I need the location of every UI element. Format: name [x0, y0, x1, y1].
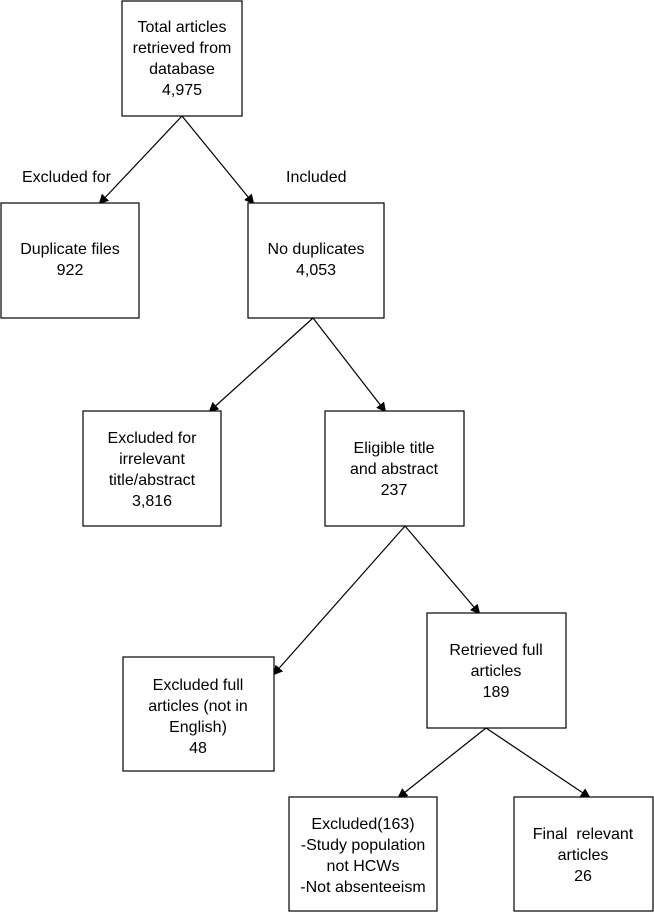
box-excluded-irrelevant-line-3: title/abstract	[109, 472, 196, 489]
box-no-duplicates-line-2: 4,053	[296, 262, 336, 279]
label-excluded-for: Excluded for	[22, 169, 112, 186]
box-eligible-title-abstract: Eligible title and abstract 237	[324, 410, 465, 527]
arrow-eligible-to-not-english	[272, 525, 406, 676]
box-total-articles: Total articles retrieved from database 4…	[121, 0, 243, 117]
arrow-total-to-duplicates	[98, 115, 183, 205]
box-excluded-not-english: Excluded full articles (not in English) …	[122, 656, 275, 772]
label-included: Included	[286, 169, 347, 186]
box-no-duplicates: No duplicates 4,053	[247, 202, 385, 319]
box-total-articles-line-4: 4,975	[162, 82, 202, 99]
arrow-total-to-no-duplicates	[181, 115, 255, 205]
arrow-no-duplicates-to-eligible	[312, 317, 387, 413]
connectors	[98, 115, 591, 799]
box-not-english-line-2: articles (not in	[148, 698, 248, 715]
box-not-english-line-1: Excluded full	[153, 677, 244, 694]
arrow-retrieved-to-excluded-163	[397, 727, 487, 799]
box-excluded-163-line-4: -Not absenteeism	[300, 879, 425, 896]
arrow-eligible-to-retrieved	[404, 525, 481, 615]
box-excluded-163-line-3: not HCWs	[327, 858, 400, 875]
box-duplicate-files-line-1: Duplicate files	[20, 241, 120, 258]
box-excluded-irrelevant-line-2: irrelevant	[119, 451, 185, 468]
box-total-articles-line-1: Total articles	[138, 19, 227, 36]
box-excluded-irrelevant-line-4: 3,816	[132, 493, 172, 510]
box-excluded-163-line-1: Excluded(163)	[311, 816, 414, 833]
box-excluded-irrelevant-line-1: Excluded for	[108, 430, 198, 447]
box-eligible-line-2: and abstract	[350, 461, 439, 478]
box-duplicate-files: Duplicate files 922	[0, 202, 140, 319]
box-retrieved-line-2: articles	[471, 663, 522, 680]
box-eligible-line-3: 237	[381, 482, 408, 499]
box-retrieved-line-1: Retrieved full	[449, 642, 542, 659]
box-total-articles-line-2: retrieved from	[133, 40, 232, 57]
box-final-line-3: 26	[574, 868, 592, 885]
box-final-relevant-articles: Final relevant articles 26	[513, 796, 654, 912]
arrow-retrieved-to-final	[485, 727, 591, 799]
box-excluded-163: Excluded(163) -Study population not HCWs…	[288, 796, 438, 912]
box-retrieved-line-3: 189	[483, 684, 510, 701]
box-not-english-line-3: English)	[169, 719, 227, 736]
box-not-english-line-4: 48	[189, 740, 207, 757]
box-eligible-line-1: Eligible title	[354, 440, 435, 457]
box-final-line-1: Final relevant	[533, 826, 634, 843]
box-excluded-irrelevant: Excluded for irrelevant title/abstract 3…	[82, 410, 222, 527]
box-final-line-2: articles	[558, 847, 609, 864]
box-total-articles-line-3: database	[149, 61, 215, 78]
box-no-duplicates-line-1: No duplicates	[268, 241, 365, 258]
arrow-no-duplicates-to-irrelevant	[208, 317, 314, 413]
box-retrieved-full-articles: Retrieved full articles 189	[426, 612, 567, 729]
box-duplicate-files-line-2: 922	[57, 262, 84, 279]
box-excluded-163-line-2: -Study population	[301, 837, 426, 854]
